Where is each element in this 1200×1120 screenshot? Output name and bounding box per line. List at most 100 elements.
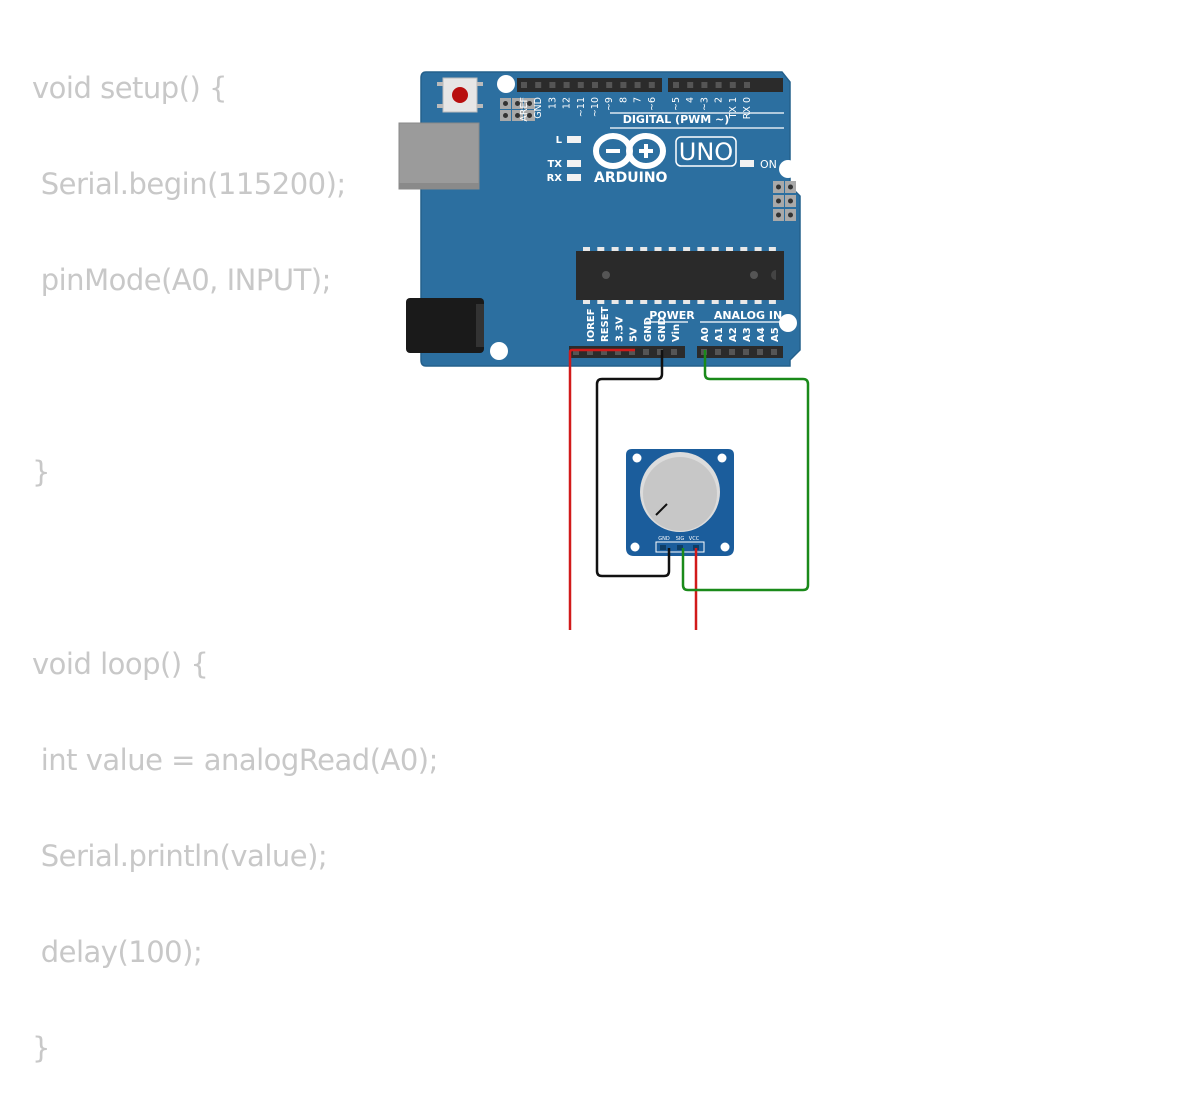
digital-pin-hole[interactable] <box>729 82 736 88</box>
digital-header-right <box>668 78 783 92</box>
pot-mount-hole <box>717 453 727 463</box>
analog-label: ANALOG IN <box>714 309 782 322</box>
digital-pin-hole[interactable] <box>592 82 598 88</box>
pot-mount-hole <box>720 542 730 552</box>
mounting-hole <box>497 75 515 93</box>
digital-pin-hole[interactable] <box>563 82 570 88</box>
code-line: } <box>32 455 50 489</box>
power-pin-label: Vin <box>671 324 682 342</box>
led-rx: RX <box>547 173 581 184</box>
digital-pin-label: ~11 <box>576 97 587 117</box>
svg-text:UNO: UNO <box>679 138 733 166</box>
mounting-hole <box>779 160 797 178</box>
digital-pin-hole[interactable] <box>687 82 694 88</box>
code-line: void setup() { <box>32 71 227 105</box>
digital-pin-hole[interactable] <box>715 82 722 88</box>
digital-pin-label: RX 0 <box>742 97 753 119</box>
reset-button[interactable] <box>437 77 483 113</box>
wire-gnd[interactable] <box>595 350 671 578</box>
code-line: pinMode(A0, INPUT); <box>32 263 332 297</box>
wire-5v[interactable] <box>568 348 635 630</box>
power-pin-label: GND <box>643 317 654 342</box>
mounting-hole <box>779 314 797 332</box>
led-tx: TX <box>547 159 581 170</box>
brand-label: ARDUINO <box>594 170 668 186</box>
pot-mount-hole <box>630 542 640 552</box>
analog-pin-label: A5 <box>770 327 781 342</box>
code-line: } <box>32 1031 50 1065</box>
digital-pin-label: ~6 <box>647 97 658 111</box>
pot-mount-hole <box>632 453 642 463</box>
digital-pin-hole[interactable] <box>521 82 527 88</box>
digital-pin-label: 4 <box>685 97 696 103</box>
power-label: POWER <box>649 309 695 322</box>
power-header <box>569 346 685 358</box>
digital-pin-hole[interactable] <box>620 82 627 88</box>
wire-a0-signal[interactable] <box>681 350 810 592</box>
code-line: Serial.println(value); <box>32 839 328 873</box>
mounting-hole <box>490 342 508 360</box>
power-pin-label: 5V <box>629 327 640 342</box>
digital-pin-hole[interactable] <box>549 82 556 88</box>
digital-pin-label: ~3 <box>699 97 710 111</box>
code-line: delay(100); <box>32 935 203 969</box>
digital-pin-label: ~10 <box>590 97 601 117</box>
analog-pin-label: A0 <box>700 327 711 342</box>
digital-pin-hole[interactable] <box>535 82 542 88</box>
potentiometer-module[interactable]: GND SIG VCC <box>626 449 734 556</box>
power-pin-label: RESET <box>600 306 611 342</box>
digital-pin-label: AREF <box>519 97 530 122</box>
atmega-chip <box>576 247 784 304</box>
svg-text:L: L <box>556 135 563 146</box>
digital-pin-label: ~5 <box>671 97 682 111</box>
arduino-logo-icon <box>593 133 666 169</box>
pot-pin-label-sig: SIG <box>676 536 685 542</box>
digital-pin-label: TX 1 <box>728 97 739 119</box>
analog-header <box>697 346 783 358</box>
digital-pin-hole[interactable] <box>701 82 708 88</box>
code-line: Serial.begin(115200); <box>32 167 346 201</box>
digital-pin-hole[interactable] <box>606 82 613 88</box>
code-line: int value = analogRead(A0); <box>32 743 439 777</box>
digital-pin-label: GND <box>533 97 544 119</box>
pot-pin-label-gnd: GND <box>658 536 670 542</box>
analog-pin-label: A3 <box>742 327 753 342</box>
power-jack <box>406 298 484 353</box>
icsp-header-right <box>773 181 796 221</box>
analog-pin-label: A1 <box>714 327 725 342</box>
digital-pin-holes <box>521 82 750 88</box>
pot-knob[interactable] <box>643 457 717 531</box>
power-jack-edge <box>476 304 484 347</box>
model-badge: UNO <box>675 136 737 167</box>
power-pin-label: 3.3V <box>614 316 625 342</box>
svg-text:TX: TX <box>547 159 562 170</box>
svg-text:ON: ON <box>760 158 777 171</box>
digital-pin-hole[interactable] <box>634 82 641 88</box>
analog-pin-label: A4 <box>756 327 767 342</box>
digital-pin-hole[interactable] <box>673 82 679 88</box>
pot-pin-header <box>655 541 705 553</box>
digital-header-left <box>517 78 662 92</box>
power-pin-label: IOREF <box>586 308 597 342</box>
digital-pin-label: 8 <box>618 97 629 103</box>
usb-port <box>398 122 480 190</box>
digital-pin-label: ~9 <box>604 97 615 111</box>
digital-label: DIGITAL (PWM ~) <box>623 113 730 126</box>
digital-pin-label: 12 <box>562 97 573 109</box>
digital-pin-hole[interactable] <box>577 82 584 88</box>
pot-pin-label-vcc: VCC <box>689 536 700 542</box>
pot-knob-indicator <box>655 503 668 516</box>
svg-text:RX: RX <box>547 173 563 184</box>
led-l: L <box>556 135 581 146</box>
digital-pin-hole[interactable] <box>744 82 750 88</box>
digital-pin-hole[interactable] <box>648 82 655 88</box>
digital-pin-label: 2 <box>714 97 725 103</box>
digital-pin-label: 7 <box>633 97 644 103</box>
digital-pin-label: 13 <box>547 97 558 109</box>
led-on: ON <box>740 158 777 171</box>
